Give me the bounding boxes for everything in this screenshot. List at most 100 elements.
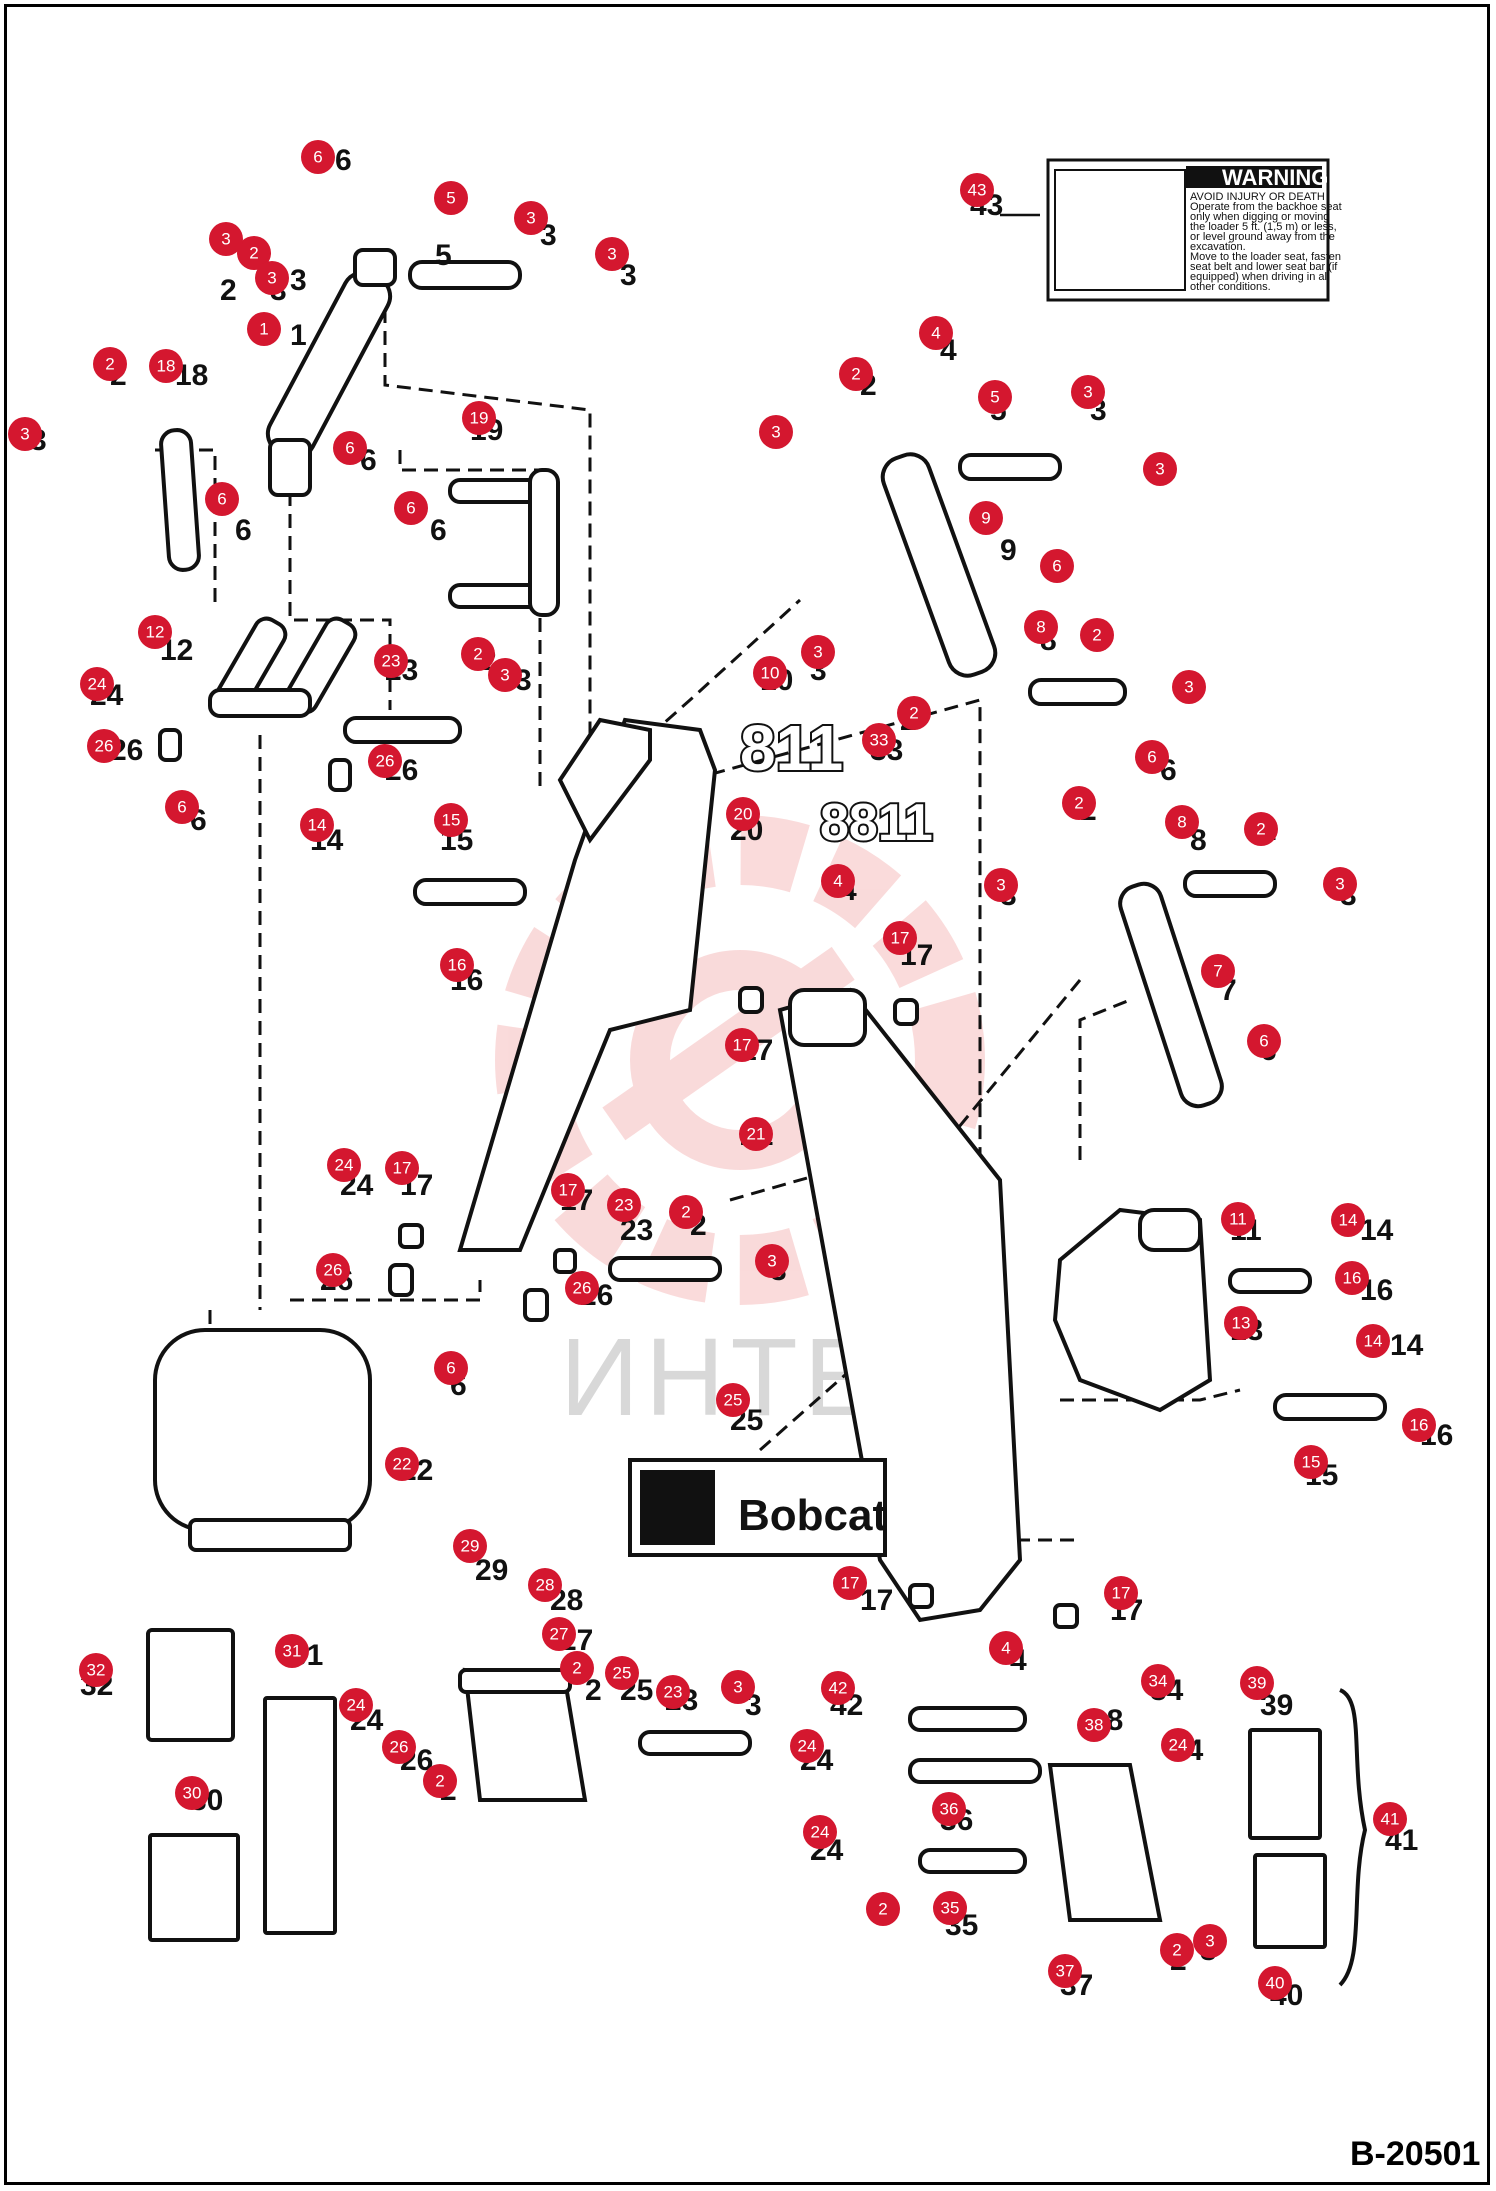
callout-badge[interactable]: 11 xyxy=(1221,1202,1255,1236)
callout-badge[interactable]: 38 xyxy=(1077,1708,1111,1742)
callout-badge[interactable]: 2 xyxy=(237,236,271,270)
callout-badge[interactable]: 28 xyxy=(528,1568,562,1602)
callout-badge[interactable]: 3 xyxy=(801,635,835,669)
callout-badge[interactable]: 14 xyxy=(1356,1324,1390,1358)
callout-badge[interactable]: 18 xyxy=(149,349,183,383)
callout-badge[interactable]: 25 xyxy=(605,1656,639,1690)
callout-badge[interactable]: 23 xyxy=(374,644,408,678)
callout-badge[interactable]: 6 xyxy=(1040,549,1074,583)
callout-badge[interactable]: 2 xyxy=(866,1892,900,1926)
callout-badge[interactable]: 3 xyxy=(488,658,522,692)
callout-badge[interactable]: 4 xyxy=(919,316,953,350)
callout-badge[interactable]: 16 xyxy=(1335,1261,1369,1295)
callout-badge[interactable]: 17 xyxy=(385,1151,419,1185)
callout-badge[interactable]: 26 xyxy=(382,1730,416,1764)
callout-badge[interactable]: 4 xyxy=(989,1631,1023,1665)
callout-badge[interactable]: 3 xyxy=(1143,452,1177,486)
callout-badge[interactable]: 3 xyxy=(1071,375,1105,409)
callout-badge[interactable]: 3 xyxy=(8,417,42,451)
callout-badge[interactable]: 14 xyxy=(300,808,334,842)
callout-badge[interactable]: 41 xyxy=(1373,1802,1407,1836)
callout-badge[interactable]: 3 xyxy=(1323,867,1357,901)
callout-badge[interactable]: 2 xyxy=(1160,1933,1194,1967)
callout-badge[interactable]: 2 xyxy=(1062,786,1096,820)
callout-badge[interactable]: 8 xyxy=(1165,805,1199,839)
callout-badge[interactable]: 32 xyxy=(79,1653,113,1687)
callout-badge[interactable]: 24 xyxy=(80,667,114,701)
callout-badge[interactable]: 3 xyxy=(1172,670,1206,704)
callout-badge[interactable]: 26 xyxy=(368,744,402,778)
callout-badge[interactable]: 17 xyxy=(883,921,917,955)
callout-badge[interactable]: 15 xyxy=(1294,1445,1328,1479)
callout-badge[interactable]: 39 xyxy=(1240,1666,1274,1700)
callout-badge[interactable]: 3 xyxy=(984,868,1018,902)
callout-badge[interactable]: 22 xyxy=(385,1447,419,1481)
callout-badge[interactable]: 36 xyxy=(932,1792,966,1826)
callout-badge[interactable]: 26 xyxy=(87,729,121,763)
callout-badge[interactable]: 19 xyxy=(462,401,496,435)
callout-badge[interactable]: 5 xyxy=(434,181,468,215)
callout-badge[interactable]: 15 xyxy=(434,803,468,837)
callout-badge[interactable]: 2 xyxy=(461,637,495,671)
callout-badge[interactable]: 17 xyxy=(725,1028,759,1062)
callout-badge[interactable]: 31 xyxy=(275,1634,309,1668)
callout-badge[interactable]: 9 xyxy=(969,501,1003,535)
callout-badge[interactable]: 16 xyxy=(1402,1408,1436,1442)
callout-badge[interactable]: 25 xyxy=(716,1383,750,1417)
callout-badge[interactable]: 5 xyxy=(978,380,1012,414)
callout-badge[interactable]: 24 xyxy=(803,1815,837,1849)
callout-badge[interactable]: 23 xyxy=(607,1188,641,1222)
callout-badge[interactable]: 6 xyxy=(434,1351,468,1385)
callout-badge[interactable]: 12 xyxy=(138,615,172,649)
callout-badge[interactable]: 43 xyxy=(960,173,994,207)
callout-badge[interactable]: 3 xyxy=(721,1670,755,1704)
callout-badge[interactable]: 2 xyxy=(93,347,127,381)
callout-badge[interactable]: 3 xyxy=(255,261,289,295)
callout-badge[interactable]: 1 xyxy=(247,312,281,346)
callout-badge[interactable]: 6 xyxy=(165,790,199,824)
callout-badge[interactable]: 24 xyxy=(1161,1728,1195,1762)
callout-badge[interactable]: 2 xyxy=(1244,812,1278,846)
callout-badge[interactable]: 16 xyxy=(440,948,474,982)
callout-badge[interactable]: 10 xyxy=(753,656,787,690)
callout-badge[interactable]: 33 xyxy=(862,723,896,757)
callout-badge[interactable]: 3 xyxy=(514,201,548,235)
callout-badge[interactable]: 2 xyxy=(897,696,931,730)
callout-badge[interactable]: 17 xyxy=(551,1173,585,1207)
callout-badge[interactable]: 6 xyxy=(1247,1024,1281,1058)
callout-badge[interactable]: 24 xyxy=(790,1729,824,1763)
callout-badge[interactable]: 42 xyxy=(821,1671,855,1705)
callout-badge[interactable]: 2 xyxy=(1080,618,1114,652)
callout-badge[interactable]: 3 xyxy=(209,222,243,256)
callout-badge[interactable]: 24 xyxy=(339,1688,373,1722)
callout-badge[interactable]: 2 xyxy=(560,1651,594,1685)
callout-badge[interactable]: 26 xyxy=(565,1271,599,1305)
callout-badge[interactable]: 30 xyxy=(175,1776,209,1810)
callout-badge[interactable]: 3 xyxy=(755,1244,789,1278)
callout-badge[interactable]: 4 xyxy=(821,864,855,898)
callout-badge[interactable]: 27 xyxy=(542,1617,576,1651)
callout-badge[interactable]: 6 xyxy=(333,431,367,465)
callout-badge[interactable]: 21 xyxy=(739,1117,773,1151)
callout-badge[interactable]: 29 xyxy=(453,1529,487,1563)
callout-badge[interactable]: 3 xyxy=(595,237,629,271)
callout-badge[interactable]: 35 xyxy=(933,1891,967,1925)
callout-badge[interactable]: 37 xyxy=(1048,1954,1082,1988)
callout-badge[interactable]: 6 xyxy=(205,482,239,516)
callout-badge[interactable]: 7 xyxy=(1201,954,1235,988)
callout-badge[interactable]: 17 xyxy=(833,1566,867,1600)
callout-badge[interactable]: 24 xyxy=(327,1148,361,1182)
callout-badge[interactable]: 8 xyxy=(1024,610,1058,644)
callout-badge[interactable]: 40 xyxy=(1258,1966,1292,2000)
callout-badge[interactable]: 2 xyxy=(839,357,873,391)
callout-badge[interactable]: 6 xyxy=(301,140,335,174)
callout-badge[interactable]: 23 xyxy=(656,1675,690,1709)
callout-badge[interactable]: 2 xyxy=(423,1764,457,1798)
callout-badge[interactable]: 3 xyxy=(759,415,793,449)
callout-badge[interactable]: 20 xyxy=(726,797,760,831)
callout-badge[interactable]: 26 xyxy=(316,1253,350,1287)
callout-badge[interactable]: 6 xyxy=(394,491,428,525)
callout-badge[interactable]: 17 xyxy=(1104,1576,1138,1610)
callout-badge[interactable]: 34 xyxy=(1141,1664,1175,1698)
callout-badge[interactable]: 3 xyxy=(1193,1924,1227,1958)
